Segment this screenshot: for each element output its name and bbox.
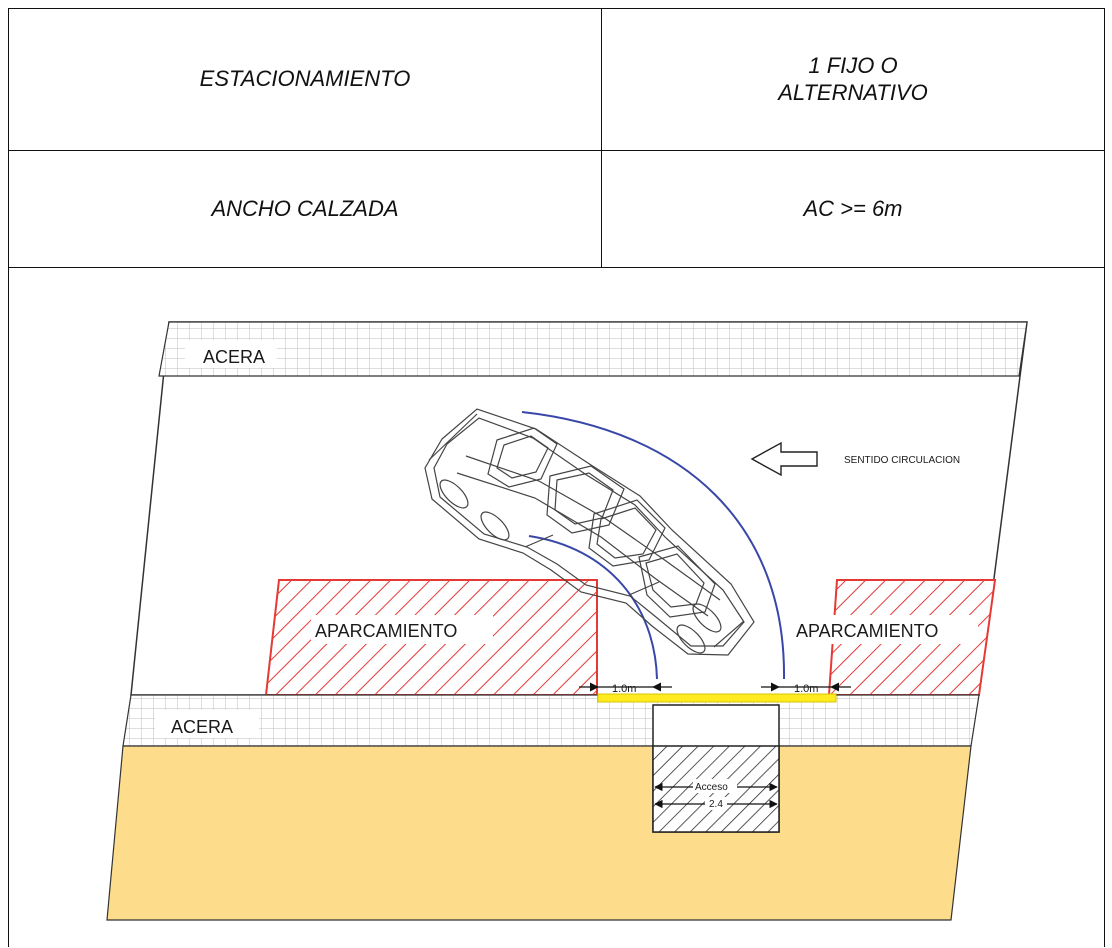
- access-width-background: [705, 797, 727, 810]
- access-label-background: [693, 779, 737, 793]
- top-sidewalk-label-background: [185, 340, 277, 368]
- direction-arrow-icon: [750, 441, 818, 477]
- top-sidewalk: [158, 321, 1028, 377]
- access-label: Acceso: [695, 782, 728, 793]
- table-row-parking: ESTACIONAMIENTO 1 FIJO O ALTERNATIVO: [9, 9, 1104, 151]
- outer-turning-curve: [521, 411, 786, 680]
- left-parking-label-background: [311, 615, 493, 644]
- specification-table: ESTACIONAMIENTO 1 FIJO O ALTERNATIVO ANC…: [8, 8, 1105, 947]
- right-parking-label: APARCAMIENTO: [796, 621, 938, 641]
- access-width-label: 2.4: [709, 799, 723, 810]
- top-sidewalk-label: ACERA: [203, 347, 265, 367]
- parking-diagram-svg: ACERA APARCAMIENTO APARCAMIENTO ACERA: [106, 321, 1028, 921]
- road-width-label-cell: ANCHO CALZADA: [9, 151, 602, 267]
- parking-diagram: ACERA APARCAMIENTO APARCAMIENTO ACERA: [9, 268, 1104, 948]
- direction-label: SENTIDO CIRCULACION: [844, 455, 960, 466]
- table-row-road-width: ANCHO CALZADA AC >= 6m: [9, 151, 1104, 268]
- bottom-sidewalk-label-background: [155, 710, 259, 738]
- inner-turning-curve: [528, 535, 658, 680]
- road-width-value: AC >= 6m: [803, 195, 903, 221]
- access-clearance-bar: [597, 693, 837, 703]
- car-outline-icon: [424, 408, 755, 656]
- road-width-value-cell: AC >= 6m: [602, 151, 1104, 267]
- parking-label-cell: ESTACIONAMIENTO: [9, 9, 602, 150]
- road-width-label: ANCHO CALZADA: [211, 195, 399, 221]
- bottom-sidewalk-label: ACERA: [171, 717, 233, 737]
- right-clearance-label: 1.0m: [794, 683, 818, 695]
- parking-value: 1 FIJO O ALTERNATIVO: [778, 53, 928, 105]
- parking-value-cell: 1 FIJO O ALTERNATIVO: [602, 9, 1104, 150]
- right-parking-label-background: [792, 615, 978, 644]
- parking-label: ESTACIONAMIENTO: [199, 66, 411, 92]
- property-ground: [106, 745, 972, 921]
- left-clearance-label: 1.0m: [612, 683, 636, 695]
- left-parking-label: APARCAMIENTO: [315, 621, 457, 641]
